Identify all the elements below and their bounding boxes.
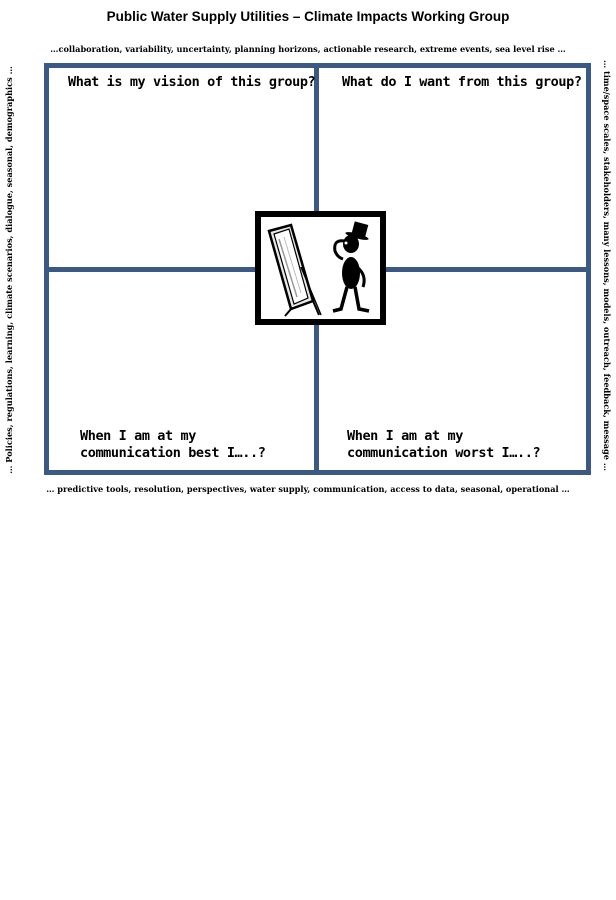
communication-best-question: When I am at my communication best I…..? [80,428,266,462]
mirror-illustration-frame [255,211,386,325]
vision-question: What is my vision of this group? [68,74,316,90]
left-edge-keywords: … Policies, regulations, learning, clima… [4,66,14,474]
communication-best-line-1: When I am at my [80,428,196,444]
left-edge-container: … Policies, regulations, learning, clima… [4,66,16,900]
wants-question: What do I want from this group? [342,74,582,90]
bottom-edge-keywords: … predictive tools, resolution, perspect… [46,484,570,494]
top-edge-keywords: …collaboration, variability, uncertainty… [50,44,566,54]
communication-worst-question: When I am at my communication worst I…..… [347,428,541,462]
communication-worst-line-2: communication worst I…..? [347,445,541,461]
communication-best-line-2: communication best I…..? [80,445,266,461]
mirror-figure-icon [267,221,370,317]
right-edge-keywords: … time/space scales, stakeholders, many … [602,60,612,472]
communication-worst-line-1: When I am at my [347,428,463,444]
page-title: Public Water Supply Utilities – Climate … [106,9,510,24]
mirror-illustration [261,217,380,319]
right-edge-container: … time/space scales, stakeholders, many … [602,60,616,480]
